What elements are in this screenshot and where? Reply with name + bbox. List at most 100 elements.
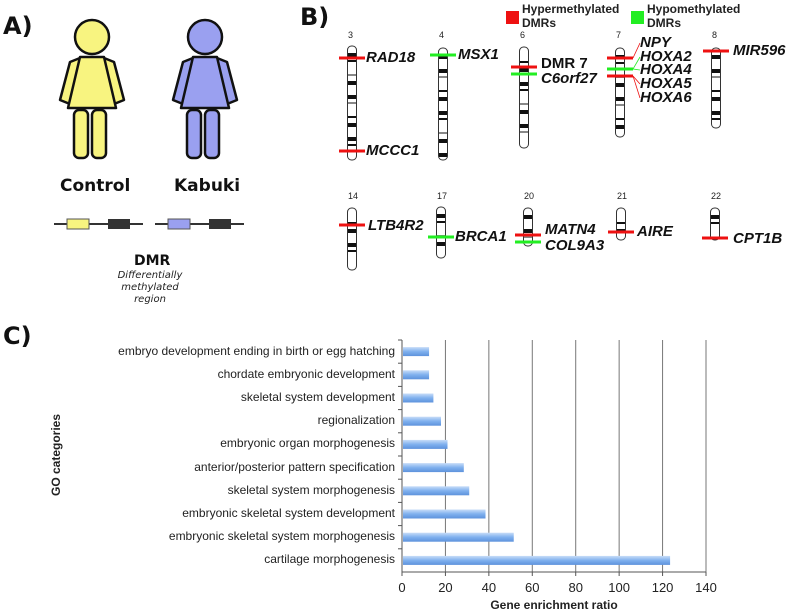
chromosome-band [616,104,624,106]
gene-label: RAD18 [366,49,416,66]
chromosome-band [437,242,445,246]
gene-label: MATN4 [545,221,596,238]
chromosome-band [524,215,532,219]
chromosome-band [439,153,447,157]
gene-label: AIRE [637,223,673,240]
bar [403,393,434,403]
x-axis-label: Gene enrichment ratio [490,598,618,612]
dmr-subtitle-line: methylated [121,282,179,293]
chromosome-band [439,132,447,134]
legend-text: DMRs [522,16,557,30]
chromosome-band [348,123,356,127]
chromosome-number: 7 [616,30,622,40]
chromosome-22 [702,207,728,241]
chromosome-band [616,97,624,101]
bar [403,486,470,496]
chromosome-body [438,47,448,161]
chromosome-band [520,103,528,105]
chromosome-number: 20 [524,191,535,201]
chromosome-band [712,118,720,120]
chromosome-band [712,69,720,73]
chromosome-band [348,243,356,247]
chromosome-number: 14 [348,191,359,201]
chromosome-band [520,89,528,91]
y-axis-label: GO categories [49,413,63,497]
bar [403,416,441,426]
panel-label-b: B) [300,3,330,31]
chromosome-band [348,81,356,85]
chromosome-band [524,229,532,233]
chromosome-band [616,118,624,120]
chromosome-band [348,222,356,224]
chromosome-band [348,74,356,76]
chromosome-band [439,118,447,120]
marker-leader-line [632,75,641,99]
legend-hyper-swatch [506,11,519,24]
chromosome-band [439,139,447,143]
control-person-icon [58,18,126,160]
chromosome-band [348,102,356,104]
x-tick-label: 120 [651,580,674,595]
chromosome-number: 17 [437,191,448,201]
chromosome-band [712,111,720,115]
kabuki-person-icon [171,18,239,160]
category-label: skeletal system morphogenesis [227,482,395,497]
chromosome-band [520,110,528,114]
chromosome-body [519,46,529,149]
chromosome-band [439,90,447,92]
marker-leader-line [632,68,641,71]
chromosome-band [348,229,356,233]
chromosome-band [712,90,720,92]
chromosome-band [348,137,356,141]
dmr-subtitle: Differentially methylated region [110,270,190,306]
chromosome-6 [511,46,537,149]
chromosome-band [439,76,447,78]
chromosome-band [616,62,624,64]
kabuki-label: Kabuki [174,176,241,196]
chromosome-8 [703,47,729,129]
chromosome-band [437,214,445,218]
category-label: regionalization [317,413,395,428]
gene-label: NPY [640,34,671,51]
control-gene-diagram [54,218,143,230]
chromosome-band [348,116,356,118]
bar [403,347,430,357]
chromosome-17 [428,206,454,259]
chromosome-band [520,131,528,133]
chromosome-band [348,95,356,99]
chromosome-band [712,97,720,101]
bar [403,509,486,519]
chromosome-band [348,53,356,57]
marker-leader-line [632,56,641,70]
chromosome-band [439,69,447,73]
chromosome-4 [430,47,456,161]
x-tick-label: 60 [525,580,540,595]
bar [403,532,514,542]
gene-label: HOXA6 [640,89,692,106]
gene-label: HOXA5 [640,75,692,92]
bar [403,370,430,380]
x-tick-label: 20 [438,580,453,595]
marker-leader-line [632,75,641,85]
chromosome-21 [608,207,634,241]
chromosome-body [615,47,625,138]
chromosome-band [439,111,447,115]
legend-text: Hypomethylated [647,2,741,16]
chromosome-3 [339,45,365,161]
chromosome-band [712,76,720,78]
control-label: Control [60,176,131,196]
chromosome-band [711,222,719,224]
chromosome-band [437,221,445,223]
chromosome-band [520,82,528,86]
chromosome-20 [515,207,541,247]
chromosome-band [711,215,719,219]
x-tick-label: 80 [568,580,583,595]
chromosome-band [439,55,447,59]
x-tick-label: 140 [695,580,717,595]
chromosome-number: 4 [439,30,445,40]
chromosome-body [347,207,357,271]
category-label: embryonic organ morphogenesis [220,436,395,451]
